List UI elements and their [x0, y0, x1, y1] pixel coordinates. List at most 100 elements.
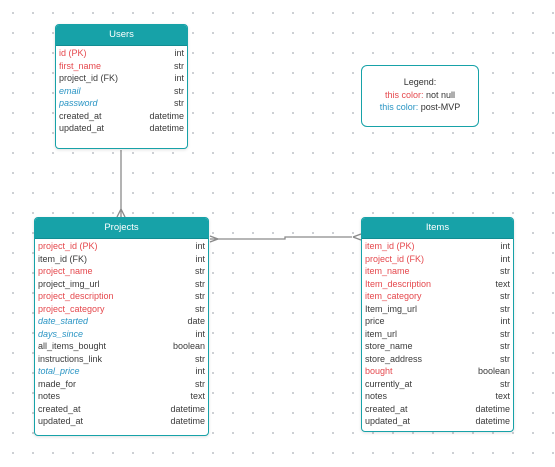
field-name: password: [59, 98, 98, 108]
field-name: first_name: [59, 60, 102, 71]
field-name: all_items_bought: [38, 341, 107, 351]
field-name: store_name: [365, 341, 413, 351]
field-name: updated_at: [365, 416, 411, 426]
field-row[interactable]: date_started date: [35, 315, 208, 328]
field-type: int: [500, 253, 510, 264]
legend-post-mvp-label: post-MVP: [418, 102, 461, 112]
field-type: int: [195, 366, 205, 376]
field-row[interactable]: created_at datetime: [362, 403, 513, 416]
field-type: int: [500, 316, 510, 326]
field-name: id (PK): [59, 48, 87, 58]
field-row[interactable]: id (PK)int: [56, 47, 187, 60]
field-row[interactable]: bought boolean: [362, 365, 513, 378]
field-name: item_id (PK): [365, 241, 415, 251]
connector-users-projects[interactable]: [116, 150, 126, 218]
field-name: updated_at: [59, 123, 105, 133]
field-name: created_at: [38, 403, 81, 414]
field-name: bought: [365, 366, 393, 376]
projects-table-title: Projects: [35, 218, 208, 239]
field-name: project_name: [38, 266, 93, 276]
field-type: datetime: [149, 123, 184, 133]
field-type: int: [174, 73, 184, 83]
field-row[interactable]: item_id (FK) int: [35, 253, 208, 266]
legend-not-null: this color: not null: [362, 89, 478, 102]
field-name: project_id (FK): [365, 253, 425, 264]
legend-post-mvp: this color: post-MVP: [362, 101, 478, 114]
field-type: boolean: [477, 366, 510, 376]
field-row[interactable]: made_for str: [35, 378, 208, 391]
field-name: made_for: [38, 378, 77, 389]
field-type: int: [195, 253, 205, 264]
field-name: project_category: [38, 303, 105, 314]
field-row[interactable]: project_id (FK) int: [362, 253, 513, 266]
field-name: project_id (FK): [59, 73, 119, 83]
field-name: item_id (FK): [38, 253, 88, 264]
legend-not-null-swatch: this color:: [384, 89, 424, 100]
field-name: email: [59, 85, 81, 96]
field-row[interactable]: password str: [56, 97, 187, 110]
field-type: str: [500, 291, 510, 301]
field-type: text: [495, 278, 510, 289]
field-row[interactable]: project_id (FK) int: [56, 72, 187, 85]
field-row[interactable]: project_id (PK)int: [35, 240, 208, 253]
field-type: str: [500, 328, 510, 339]
field-row[interactable]: item_id (PK)int: [362, 240, 513, 253]
legend-post-mvp-swatch: this color:: [379, 102, 419, 112]
field-row[interactable]: created_at datetime: [35, 403, 208, 416]
field-name: date_started: [38, 316, 89, 326]
field-name: total_price: [38, 366, 80, 376]
legend-box[interactable]: Legend: this color: not null this color:…: [361, 65, 479, 127]
field-row[interactable]: project_category str: [35, 303, 208, 316]
field-type: str: [174, 98, 184, 108]
field-type: datetime: [149, 110, 184, 121]
field-type: datetime: [170, 403, 205, 414]
field-type: str: [195, 303, 205, 314]
field-type: int: [195, 241, 205, 251]
field-name: item_url: [365, 328, 398, 339]
field-name: created_at: [365, 403, 408, 414]
field-name: updated_at: [38, 416, 84, 426]
connector-projects-items[interactable]: [209, 233, 362, 243]
field-name: days_since: [38, 328, 84, 339]
field-type: str: [195, 353, 205, 364]
field-type: str: [195, 378, 205, 389]
field-row[interactable]: project_name str: [35, 265, 208, 278]
field-type: str: [500, 378, 510, 389]
field-type: text: [495, 391, 510, 401]
field-name: store_address: [365, 353, 423, 364]
field-row[interactable]: updated_at datetime: [56, 122, 187, 135]
field-row[interactable]: total_price int: [35, 365, 208, 378]
field-row[interactable]: item_url str: [362, 328, 513, 341]
field-type: str: [195, 291, 205, 301]
field-type: datetime: [475, 403, 510, 414]
field-type: date: [187, 316, 205, 326]
field-name: project_img_url: [38, 278, 100, 289]
field-type: str: [195, 266, 205, 276]
